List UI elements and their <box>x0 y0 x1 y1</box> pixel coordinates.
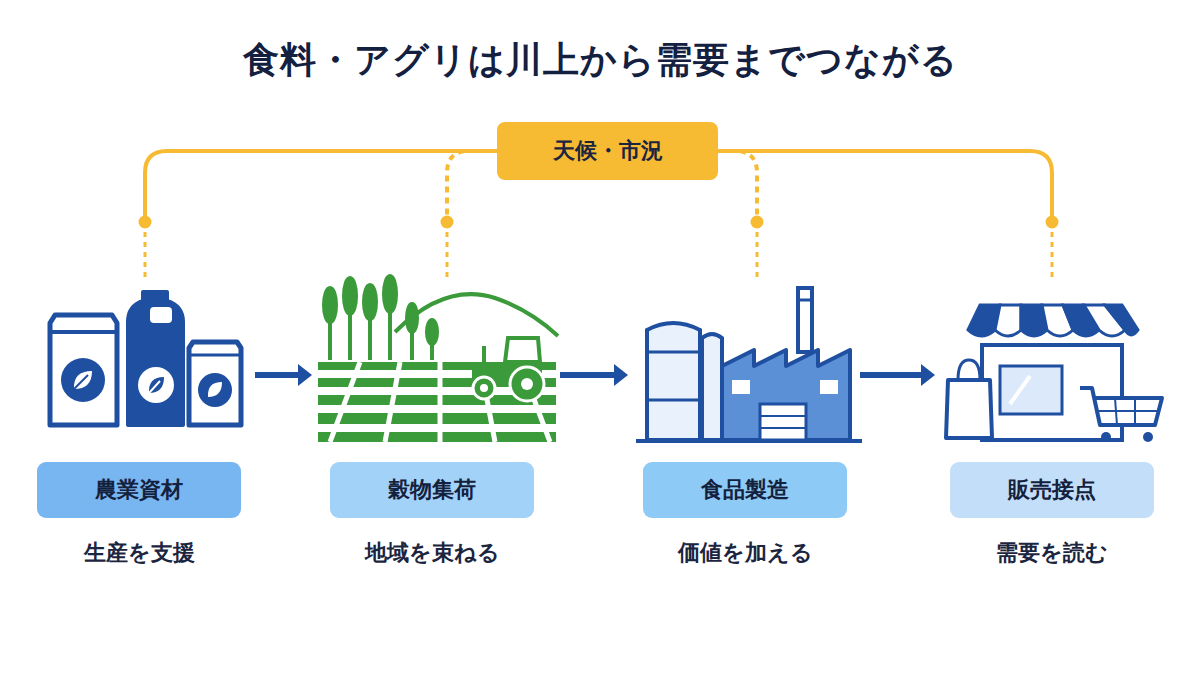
influence-path <box>718 151 757 222</box>
influence-line <box>718 151 764 280</box>
flow-arrow <box>860 364 935 386</box>
flow-arrow <box>255 364 312 386</box>
stage-node: 穀物集荷地域を束ねる <box>312 280 560 580</box>
stage-node: 食品製造価値を加える <box>628 280 860 580</box>
factory-icon <box>636 288 862 441</box>
influence-dash <box>756 222 759 280</box>
influence-line <box>441 151 498 280</box>
influence-dash <box>1051 222 1054 280</box>
influence-dot <box>751 216 764 229</box>
stage-node: 販売接点需要を読む <box>935 280 1165 580</box>
arrow-shaft <box>560 372 616 378</box>
arrow-head <box>298 364 312 386</box>
influence-dot <box>1046 216 1059 229</box>
stage-label: 穀物集荷 <box>330 462 534 518</box>
stage-description: 地域を束ねる <box>330 538 534 568</box>
arrow-shaft <box>860 372 923 378</box>
influence-path <box>718 151 1052 222</box>
tag-text: 天候・市況 <box>553 136 663 166</box>
arrow-shaft <box>255 372 300 378</box>
diagram-title: 食料・アグリは川上から需要までつながる <box>0 36 1200 85</box>
field-icon <box>318 276 558 442</box>
influence-line <box>139 151 498 280</box>
input-bags-icon <box>50 292 241 425</box>
stage-label: 販売接点 <box>950 462 1154 518</box>
stage-description: 価値を加える <box>643 538 847 568</box>
stage-node: 農業資材生産を支援 <box>40 280 255 580</box>
arrow-head <box>614 364 628 386</box>
stage-description: 需要を読む <box>950 538 1154 568</box>
influence-dash <box>446 222 449 280</box>
shop-icon <box>946 305 1162 442</box>
flow-arrow <box>560 364 628 386</box>
influence-dot <box>139 216 152 229</box>
stage-description: 生産を支援 <box>37 538 241 568</box>
arrow-head <box>921 364 935 386</box>
influence-line <box>718 151 1059 280</box>
influence-path <box>447 151 497 222</box>
stage-label: 食品製造 <box>643 462 847 518</box>
influence-path <box>145 151 497 222</box>
influence-dot <box>441 216 454 229</box>
stage-label: 農業資材 <box>37 462 241 518</box>
condition-tag: 天候・市況 <box>497 122 718 180</box>
influence-dash <box>144 222 147 280</box>
tractor <box>472 338 544 401</box>
